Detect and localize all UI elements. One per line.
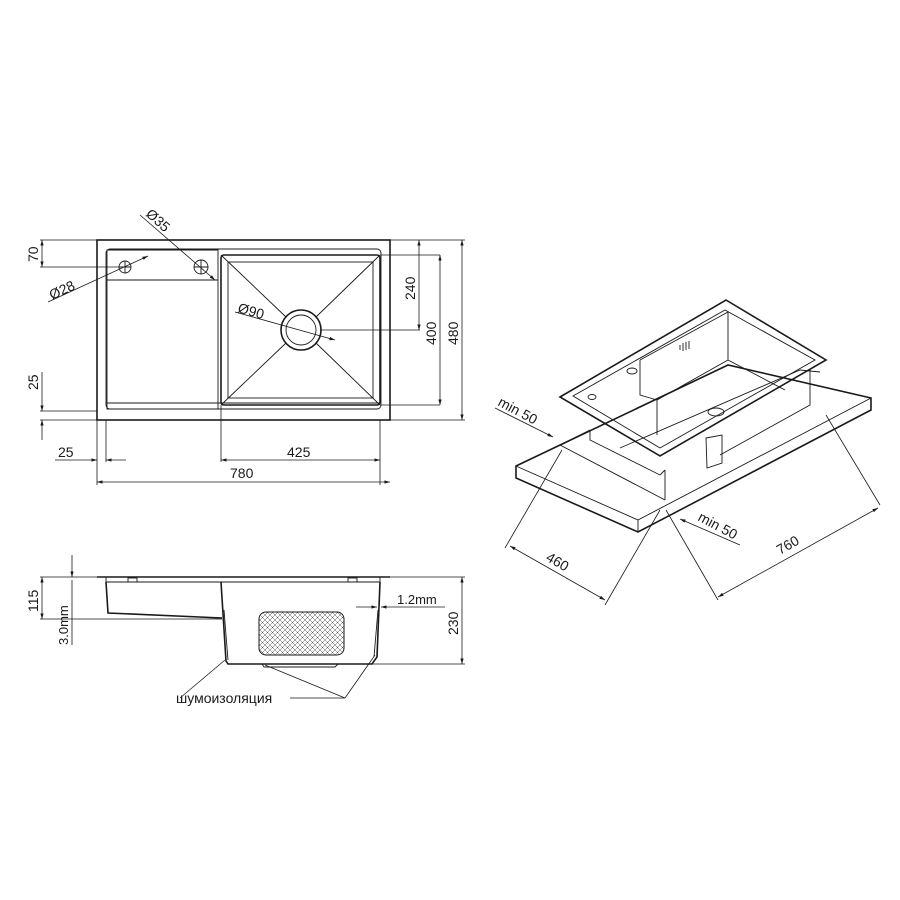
clip-left-icon xyxy=(127,577,138,583)
dim-left-rim: 25 xyxy=(58,444,74,460)
drainboard-outline xyxy=(106,249,380,410)
rim-inner-edge xyxy=(105,248,382,410)
insulation-pad xyxy=(258,611,345,656)
dim-total-width: 780 xyxy=(230,465,254,481)
iso-drain-icon xyxy=(707,407,725,417)
dim-sheet-thickness: 3.0mm xyxy=(56,605,71,645)
dim-drainboard-depth: 115 xyxy=(25,589,41,612)
drain-outer-ring xyxy=(280,309,322,351)
cutout-depth-label: 460 xyxy=(544,549,572,575)
side-view: 115 3.0mm 1.2mm 230 шумоизоляция xyxy=(25,555,465,706)
dim-bowl-length: 400 xyxy=(423,321,439,345)
countertop xyxy=(515,364,872,533)
hole-large-label: Ø35 xyxy=(143,205,174,235)
drain-inner-ring xyxy=(285,314,317,346)
iso-sink-rim xyxy=(558,299,828,457)
cutout-width-label: 760 xyxy=(774,532,802,558)
hole-large-icon xyxy=(193,259,209,275)
dim-bottom-rim: 25 xyxy=(25,374,41,390)
bowl-profile xyxy=(220,581,381,665)
dim-top-offset: 70 xyxy=(25,246,41,262)
isometric-view: min 50 min 50 460 760 xyxy=(494,299,881,606)
drain-label: Ø90 xyxy=(236,300,266,323)
dim-total-length: 480 xyxy=(445,321,461,345)
hole-small-label: Ø28 xyxy=(47,277,78,303)
top-view: Ø28 Ø35 Ø90 70 25 25 425 780 240 400 xyxy=(25,205,465,485)
dim-bowl-depth: 230 xyxy=(445,611,461,635)
dim-drain-offset: 240 xyxy=(402,276,418,300)
dim-wall-thickness: 1.2mm xyxy=(397,592,437,607)
iso-hole-large-icon xyxy=(626,367,638,375)
drainboard-profile xyxy=(105,581,223,619)
iso-hole-small-icon xyxy=(587,394,597,400)
insulation-label: шумоизоляция xyxy=(176,690,272,706)
min-margin-right-label: min 50 xyxy=(696,509,741,543)
min-margin-left-label: min 50 xyxy=(496,394,541,428)
iso-logo-mark xyxy=(679,341,690,351)
clip-right-icon xyxy=(347,577,358,583)
dim-bowl-width: 425 xyxy=(287,444,311,460)
bowl-slope-lines xyxy=(220,254,381,406)
